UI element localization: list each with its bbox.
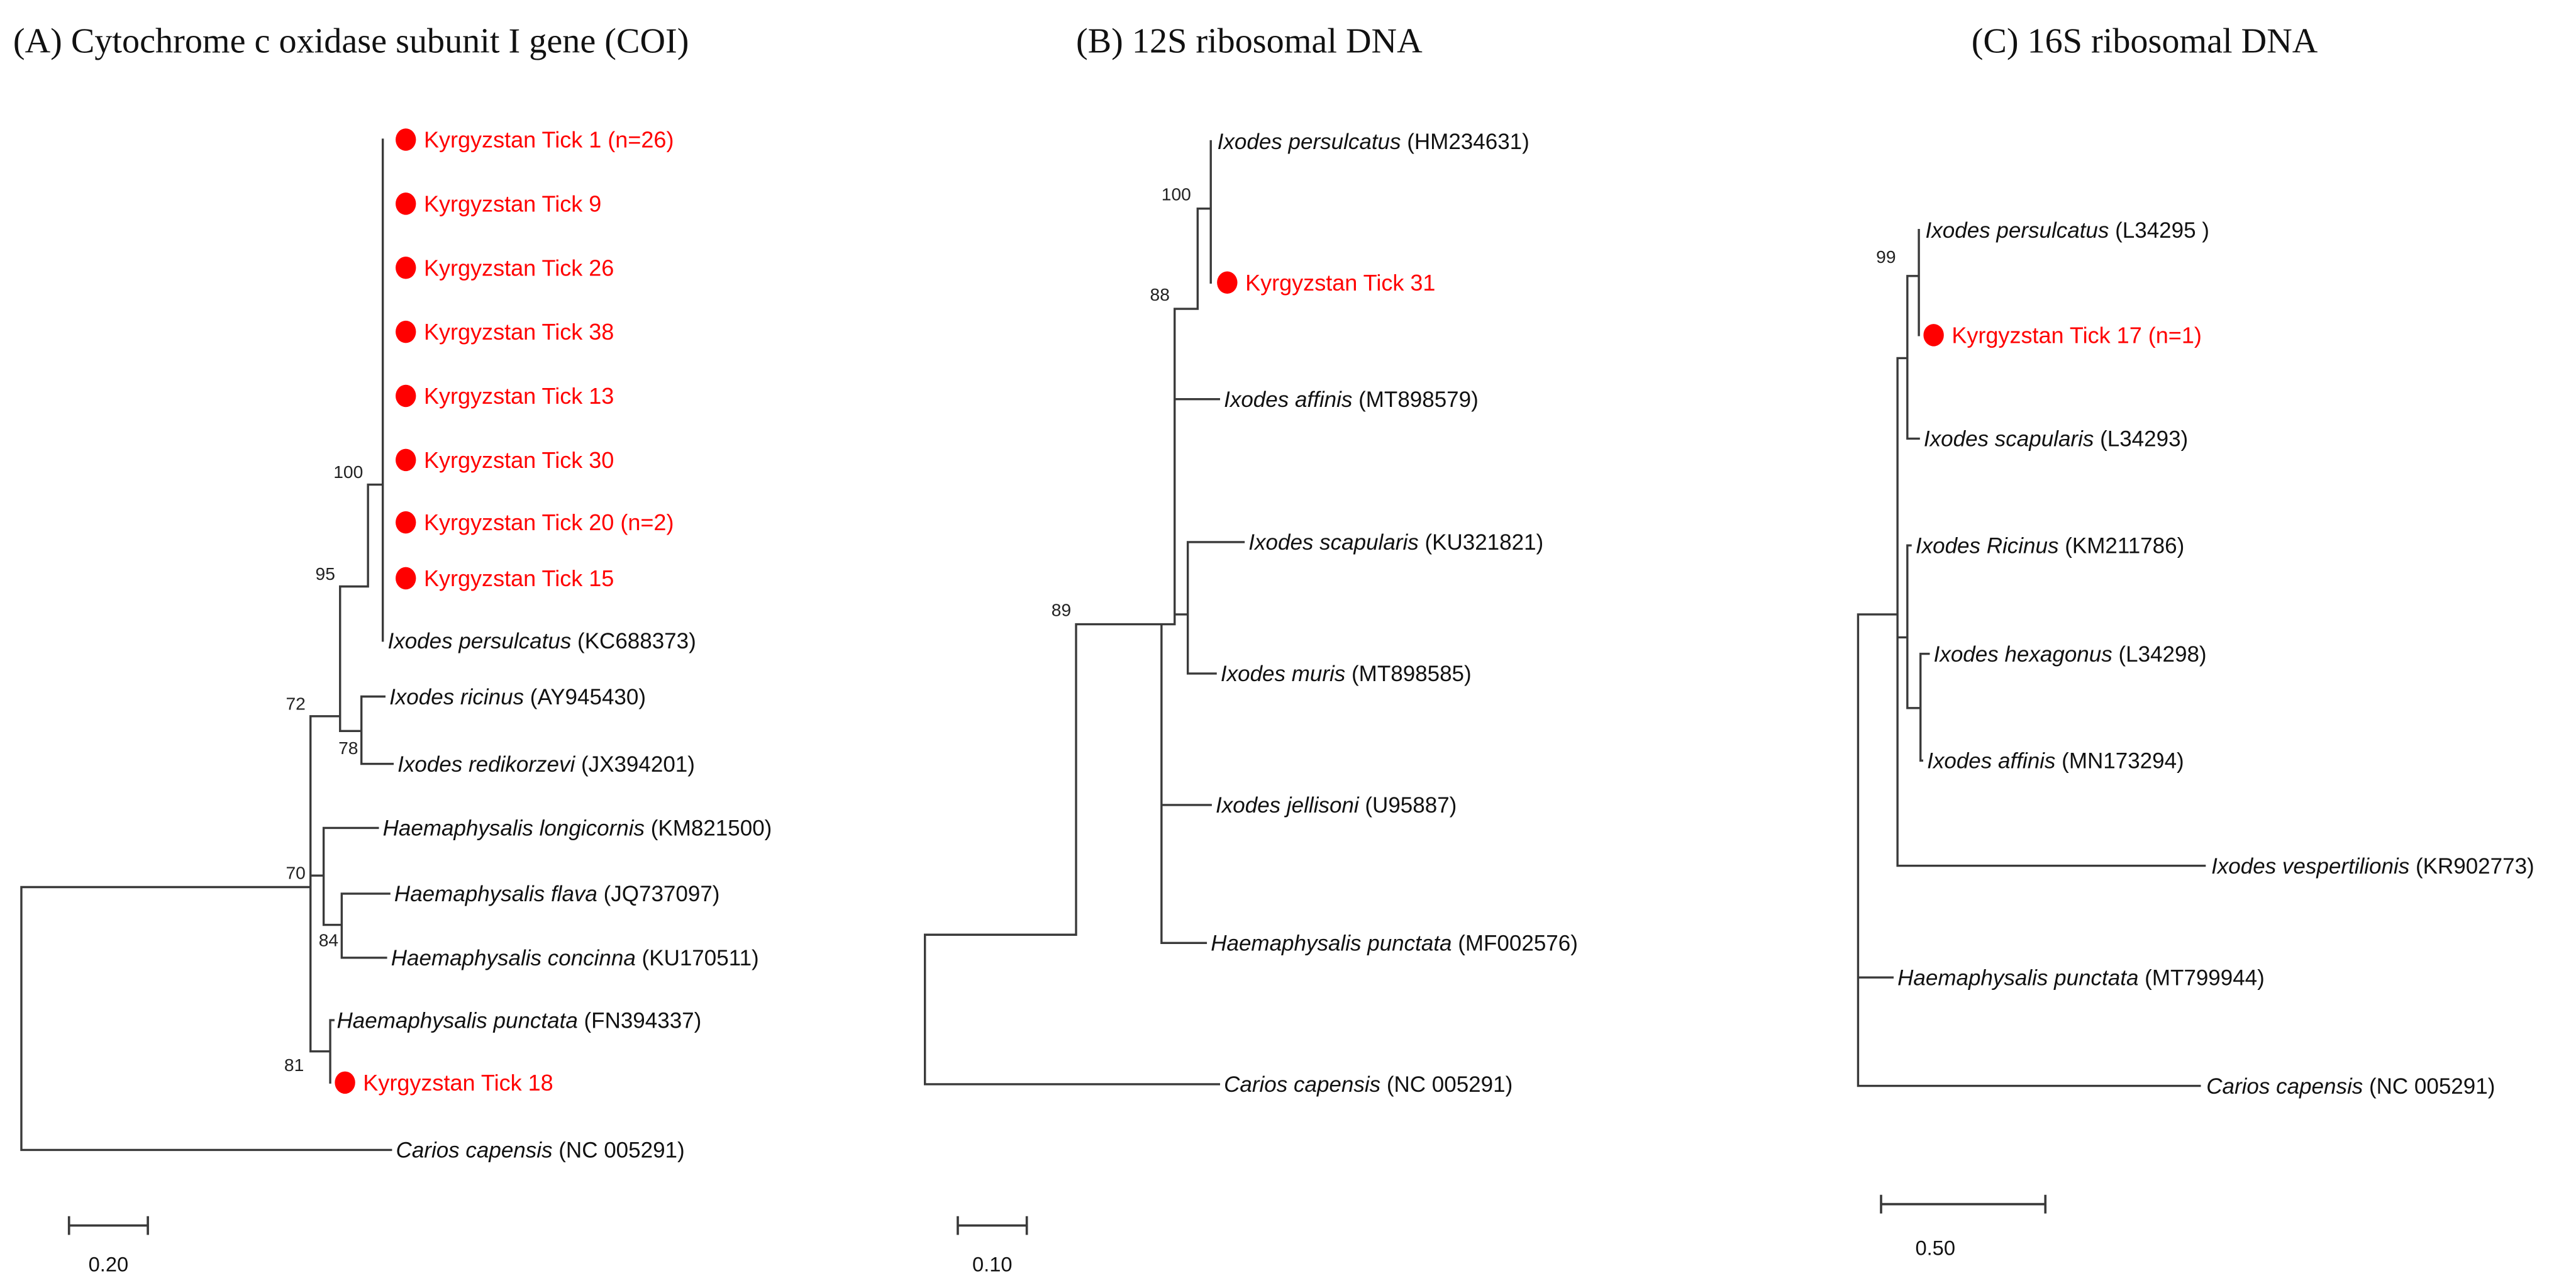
query-tick-icon — [396, 511, 416, 534]
bootstrap-value: 84 — [319, 930, 338, 950]
query-tick-icon — [396, 567, 416, 590]
tip-label-query: Kyrgyzstan Tick 9 — [424, 191, 601, 217]
tip-label: Haemaphysalis punctata (FN394337) — [337, 1008, 702, 1033]
query-tick-icon — [396, 128, 416, 151]
bootstrap-value: 88 — [1150, 284, 1170, 304]
bootstrap-value: 70 — [286, 862, 306, 882]
query-tick-icon — [1923, 324, 1944, 347]
tree-branches-16s — [1857, 228, 2206, 1087]
tip-label: Ixodes persulcatus (KC688373) — [387, 629, 696, 653]
tip-label: Haemaphysalis concinna (KU170511) — [391, 946, 759, 970]
tip-label-query: Kyrgyzstan Tick 31 — [1245, 270, 1435, 296]
query-tick-icon — [396, 320, 416, 343]
tip-label: Ixodes affinis (MT898579) — [1224, 387, 1479, 412]
tip-label: Ixodes persulcatus (L34295 ) — [1926, 218, 2209, 243]
tip-label: Haemaphysalis longicornis (KM821500) — [383, 816, 772, 841]
bootstrap-value: 100 — [333, 462, 363, 482]
tip-label-query: Kyrgyzstan Tick 13 — [424, 383, 614, 409]
scale-bar — [67, 1216, 149, 1235]
tip-label: Ixodes redikorzevi (JX394201) — [397, 752, 695, 777]
bootstrap-value: 78 — [338, 738, 358, 758]
scale-bar-label: 0.10 — [972, 1253, 1013, 1276]
tip-label: Carios capensis (NC 005291) — [2206, 1074, 2495, 1099]
panel-title-coi: (A) Cytochrome c oxidase subunit I gene … — [13, 22, 689, 61]
tip-label: Ixodes vespertilionis (KR902773) — [2211, 854, 2534, 879]
tip-label-query: Kyrgyzstan Tick 17 (n=1) — [1951, 322, 2202, 348]
scale-bar-label: 0.50 — [1915, 1236, 1955, 1260]
tip-label-query: Kyrgyzstan Tick 18 — [363, 1070, 553, 1096]
tip-label: Ixodes muris (MT898585) — [1221, 662, 1472, 686]
panel-12s: (B) 12S ribosomal DNA 100 88 89 Ixodes p… — [923, 22, 1578, 1276]
bootstrap-value: 81 — [284, 1055, 304, 1075]
scale-bar — [1880, 1194, 2047, 1214]
bootstrap-value: 100 — [1162, 184, 1191, 204]
query-tick-icon — [396, 384, 416, 408]
tip-label: Haemaphysalis flava (JQ737097) — [394, 882, 720, 906]
tip-label: Carios capensis (NC 005291) — [396, 1138, 685, 1163]
tip-label: Ixodes ricinus (AY945430) — [389, 685, 646, 709]
query-tick-icon — [396, 448, 416, 472]
tip-label-query: Kyrgyzstan Tick 1 (n=26) — [424, 127, 674, 153]
tip-label-query: Kyrgyzstan Tick 30 — [424, 447, 614, 473]
bootstrap-value: 95 — [316, 564, 335, 584]
panel-title-16s: (C) 16S ribosomal DNA — [1972, 22, 2318, 61]
panel-title-12s: (B) 12S ribosomal DNA — [1076, 22, 1423, 61]
tip-label: Ixodes scapularis (L34293) — [1924, 427, 2188, 452]
tip-label-query: Kyrgyzstan Tick 15 — [424, 565, 614, 591]
tip-label: Ixodes affinis (MN173294) — [1927, 749, 2184, 774]
bootstrap-value: 89 — [1052, 600, 1071, 620]
tip-label-query: Kyrgyzstan Tick 26 — [424, 255, 614, 280]
tip-label-query: Kyrgyzstan Tick 38 — [424, 319, 614, 345]
tip-label: Carios capensis (NC 005291) — [1224, 1072, 1513, 1097]
tip-label: Ixodes scapularis (KU321821) — [1248, 530, 1543, 555]
tip-label: Ixodes persulcatus (HM234631) — [1218, 130, 1530, 154]
tip-label: Ixodes Ricinus (KM211786) — [1916, 533, 2184, 558]
query-tick-icon — [335, 1071, 355, 1094]
panel-16s: (C) 16S ribosomal DNA 99 Ixodes persulca… — [1857, 22, 2534, 1260]
query-tick-icon — [396, 257, 416, 279]
scale-bar — [957, 1216, 1028, 1235]
tree-branches-coi — [20, 138, 394, 1152]
bootstrap-value: 72 — [286, 693, 306, 713]
tip-label: Haemaphysalis punctata (MF002576) — [1211, 931, 1578, 956]
bootstrap-value: 99 — [1876, 247, 1896, 267]
tip-label-query: Kyrgyzstan Tick 20 (n=2) — [424, 509, 674, 535]
panel-coi: (A) Cytochrome c oxidase subunit I gene … — [13, 22, 772, 1276]
query-tick-icon — [396, 192, 416, 215]
tip-label: Ixodes hexagonus (L34298) — [1934, 642, 2207, 667]
query-tick-icon — [1217, 271, 1238, 294]
tip-label: Haemaphysalis punctata (MT799944) — [1897, 965, 2265, 990]
tree-branches-12s — [923, 140, 1245, 1086]
scale-bar-label: 0.20 — [89, 1253, 129, 1276]
tip-label: Ixodes jellisoni (U95887) — [1216, 793, 1457, 818]
